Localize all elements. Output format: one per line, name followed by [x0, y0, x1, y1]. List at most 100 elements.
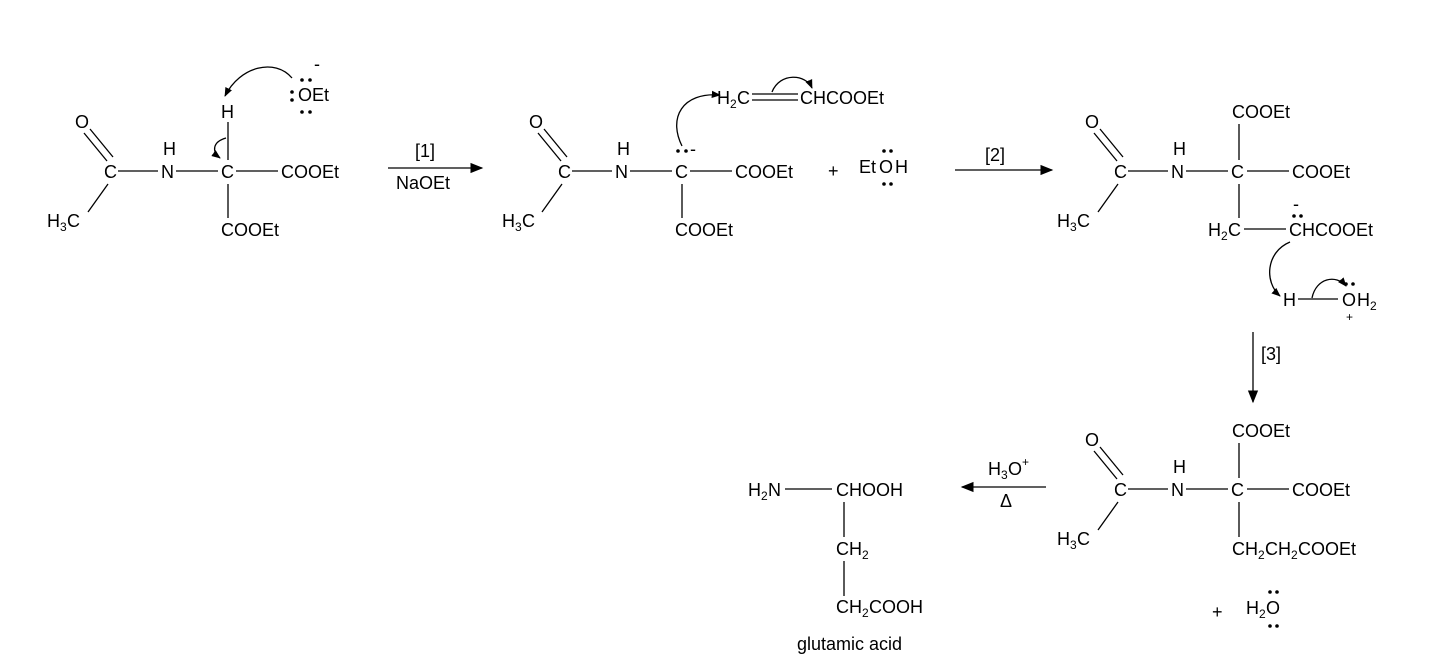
water-h: H — [1246, 598, 1259, 618]
step4-o: O — [1008, 459, 1022, 479]
m2-methyl-sub: 3 — [515, 220, 522, 234]
m3-ch2-h: H — [1208, 220, 1221, 240]
hydronium-sub: 2 — [1370, 299, 1377, 313]
m2-methyl-c: C — [522, 211, 535, 231]
m4-methyl-bond — [1097, 501, 1119, 531]
m3-ch2-sub: 2 — [1221, 229, 1228, 243]
m1-ester-right: COOEt — [281, 162, 339, 182]
step4-heat: Δ — [1000, 491, 1012, 511]
m2-nh-hydrogen: H — [617, 139, 630, 159]
reaction-step-1: [1] NaOEt — [388, 141, 484, 193]
m4-co-bond-a — [1093, 450, 1118, 480]
water-sub: 2 — [1259, 607, 1266, 621]
product-chooh: CHOOH — [836, 480, 903, 500]
m3-oxygen: O — [1085, 112, 1099, 132]
m4-chain-ch-b: CH — [1265, 539, 1291, 559]
ethanol-et: Et — [859, 157, 876, 177]
ethoxide-anion: OEt - — [224, 54, 329, 114]
product-h-sub: 2 — [761, 489, 768, 503]
m4-alpha-carbon: C — [1231, 480, 1244, 500]
reaction-step-4: H 3 O + Δ — [960, 455, 1046, 511]
m2-alpha-carbon: C — [675, 162, 688, 182]
ethanol-h: H — [895, 157, 908, 177]
m1-alpha-carbon: C — [221, 162, 234, 182]
m4-chain-ester: COOEt — [1298, 539, 1356, 559]
m4-carbonyl-carbon: C — [1114, 480, 1127, 500]
ethoxide-label: OEt — [298, 85, 329, 105]
m3-carbonyl-carbon: C — [1114, 162, 1127, 182]
m1-co-bond-a — [83, 132, 108, 162]
acrylate-sub: 2 — [730, 97, 737, 111]
m3-nitrogen: N — [1171, 162, 1184, 182]
m2-oxygen: O — [529, 112, 543, 132]
hydronium-charge: + — [1346, 310, 1353, 324]
m4-methyl-h: H — [1057, 529, 1070, 549]
m3-ester-right: COOEt — [1292, 162, 1350, 182]
reaction-step-2: [2] — [955, 145, 1054, 176]
m3-nh-hydrogen: H — [1173, 139, 1186, 159]
m2-ester-right: COOEt — [735, 162, 793, 182]
m1-co-bond-b — [89, 128, 114, 158]
m4-ester-top: COOEt — [1232, 421, 1290, 441]
m3-alpha-carbon: C — [1231, 162, 1244, 182]
step3-label: [3] — [1261, 344, 1281, 364]
product-ch2cooh-ch: CH — [836, 597, 862, 617]
water-plus: + — [1212, 602, 1223, 622]
step4-sub: 3 — [1001, 468, 1008, 482]
acrylate-c: C — [737, 88, 750, 108]
m2-nitrogen: N — [615, 162, 628, 182]
m2-methyl-bond — [541, 183, 563, 213]
product-ch2-ch: CH — [836, 539, 862, 559]
m4-chain-sub-a: 2 — [1258, 548, 1265, 562]
hydronium-h: H — [1283, 290, 1296, 310]
m4-chain-ch-a: CH — [1232, 539, 1258, 559]
reaction-step-3: [3] — [1247, 332, 1281, 404]
acrylate-electron-arrow — [771, 76, 813, 93]
acrylate-rest: CHCOOEt — [800, 88, 884, 108]
m2-methyl-h: H — [502, 211, 515, 231]
product-name: glutamic acid — [797, 634, 902, 654]
m3-methyl-c: C — [1077, 211, 1090, 231]
m2-attack-arrow — [676, 90, 721, 147]
m3-anion-carbon: CHCOOEt — [1289, 220, 1373, 240]
m2-carbanion-charge: - — [690, 139, 696, 159]
step4-h: H — [988, 459, 1001, 479]
molecule-1-diethyl-acetamidomalonate: O C H 3 C H N H C COOEt COOEt — [47, 102, 339, 240]
product-ch2-sub: 2 — [862, 548, 869, 562]
product-glutamic-acid: H 2 N CHOOH CH 2 CH 2 COOH glutamic acid — [748, 480, 923, 654]
acrylate-h: H — [717, 88, 730, 108]
m2-carbonyl-carbon: C — [558, 162, 571, 182]
m1-methyl-c: C — [67, 211, 80, 231]
hydronium-ion: H O H 2 + — [1283, 277, 1377, 324]
ethyl-acrylate: H 2 C CHCOOEt — [717, 76, 884, 111]
m3-co-bond-a — [1093, 132, 1118, 162]
hydronium-o: O — [1342, 290, 1356, 310]
product-n: N — [768, 480, 781, 500]
step1-label: [1] — [415, 141, 435, 161]
m3-methyl-h: H — [1057, 211, 1070, 231]
ethoxide-attack-arrow — [224, 66, 293, 97]
m4-methyl-c: C — [1077, 529, 1090, 549]
m4-methyl-sub: 3 — [1070, 538, 1077, 552]
m2-ester-bottom: COOEt — [675, 220, 733, 240]
m3-ester-top: COOEt — [1232, 102, 1290, 122]
m1-methyl-sub: 3 — [60, 220, 67, 234]
molecule-2-carbanion: O C H 3 C H N C - COOEt COOEt — [502, 90, 793, 240]
m1-methyl-h: H — [47, 211, 60, 231]
m3-co-bond-b — [1099, 128, 1124, 158]
product-h: H — [748, 480, 761, 500]
product-ch2cooh-sub: 2 — [862, 606, 869, 620]
ethanol-o: O — [879, 157, 893, 177]
m4-nh-hydrogen: H — [1173, 457, 1186, 477]
m3-protonation-arrow — [1269, 241, 1291, 297]
m4-co-bond-b — [1099, 446, 1124, 476]
m3-anion-charge: - — [1293, 194, 1299, 214]
m1-nitrogen: N — [161, 162, 174, 182]
m4-nitrogen: N — [1171, 480, 1184, 500]
m1-oxygen: O — [75, 112, 89, 132]
m1-alpha-hydrogen: H — [221, 102, 234, 122]
m1-ester-bottom: COOEt — [221, 220, 279, 240]
m1-bond-cleavage-arrow — [211, 137, 227, 159]
ethoxide-charge: - — [314, 54, 320, 74]
